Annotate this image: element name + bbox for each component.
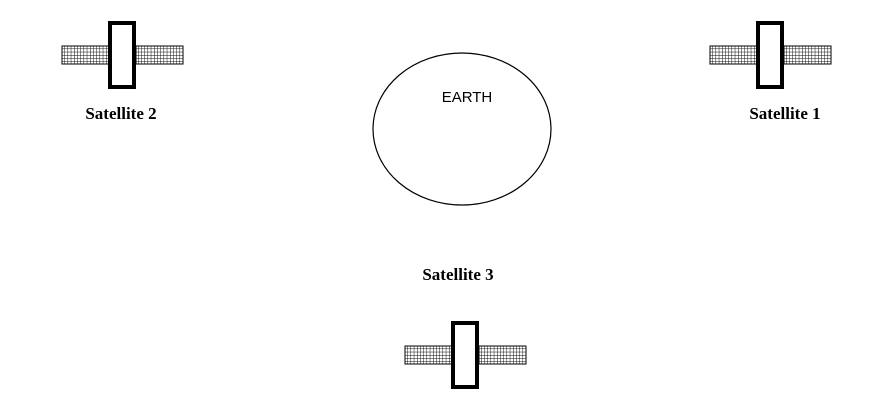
earth-label: EARTH — [442, 89, 493, 106]
satellite-1-label: Satellite 1 — [749, 104, 820, 123]
satellite-1-icon — [708, 21, 833, 89]
satellite-3-icon — [403, 321, 528, 389]
satellite-3-label: Satellite 3 — [422, 265, 493, 284]
earth-ellipse — [372, 52, 552, 206]
satellite-2-label: Satellite 2 — [85, 104, 156, 123]
satellite-2: Satellite 2 — [60, 21, 185, 123]
satellite-2-icon — [60, 21, 185, 89]
earth: EARTH — [372, 52, 552, 206]
satellite-1: Satellite 1 — [708, 21, 833, 123]
satellite-3: Satellite 3 — [403, 265, 528, 389]
